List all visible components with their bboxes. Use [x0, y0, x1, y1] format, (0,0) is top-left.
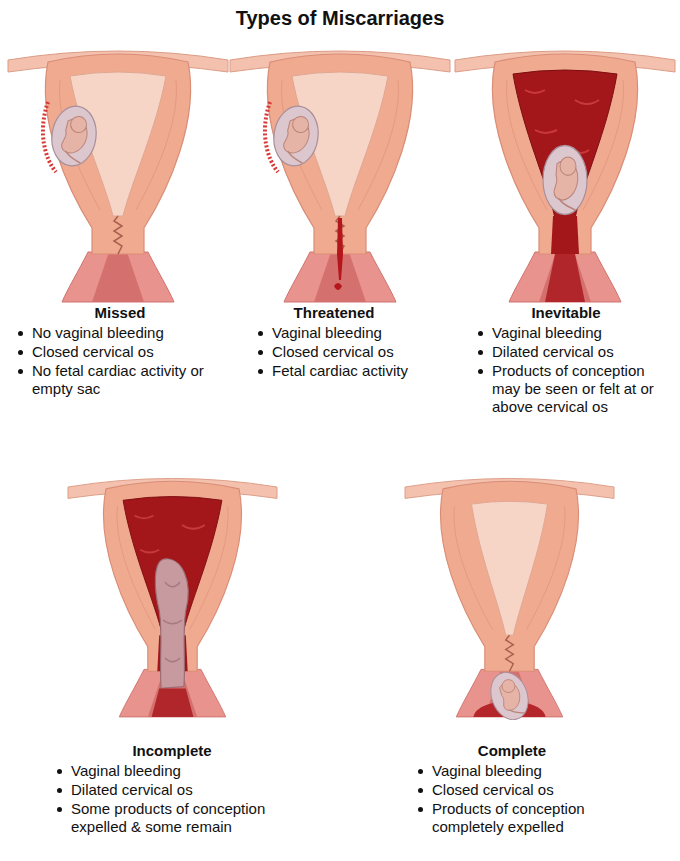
bullet-text: Products of conception may be seen or fe…: [492, 362, 674, 416]
bullet-dot: [478, 331, 483, 336]
bullet-dot: [18, 331, 23, 336]
bullet-text: Vaginal bleeding: [492, 324, 674, 342]
bullet-text: Closed cervical os: [32, 343, 228, 361]
bullet-text: Products of conception completely expell…: [432, 800, 632, 836]
bullet-dot: [57, 788, 62, 793]
bullet-dot: [57, 769, 62, 774]
panel-heading: Missed: [10, 304, 230, 322]
bullet-text: Closed cervical os: [432, 781, 632, 799]
bullet-dot: [18, 369, 23, 374]
complete-illustration: [405, 478, 614, 724]
bullet-text: Dilated cervical os: [71, 781, 307, 799]
incomplete-illustration: [68, 478, 277, 716]
bullet-dot: [478, 350, 483, 355]
bullet-dot: [418, 807, 423, 812]
diagram-title: Types of Miscarriages: [0, 6, 680, 30]
bullet-text: Fetal cardiac activity: [272, 362, 468, 380]
threatened-illustration: [230, 51, 450, 302]
bullet-dot: [418, 769, 423, 774]
bullet-dot: [418, 788, 423, 793]
panel-heading: Incomplete: [62, 742, 282, 760]
bullet-dot: [258, 350, 263, 355]
bullet-text: Dilated cervical os: [492, 343, 674, 361]
bullet-text: No vaginal bleeding: [32, 324, 228, 342]
bullet-text: Closed cervical os: [272, 343, 468, 361]
panel-heading: Complete: [402, 742, 622, 760]
bullet-dot: [258, 369, 263, 374]
bullet-text: Vaginal bleeding: [272, 324, 468, 342]
panel-heading: Threatened: [224, 304, 444, 322]
bullet-text: No fetal cardiac activity or empty sac: [32, 362, 228, 398]
bullet-dot: [57, 807, 62, 812]
missed-illustration: [8, 51, 228, 302]
inevitable-illustration: [455, 51, 675, 302]
bullet-dot: [478, 369, 483, 374]
bullet-dot: [18, 350, 23, 355]
bullet-text: Some products of conception expelled & s…: [71, 800, 307, 836]
panel-heading: Inevitable: [456, 304, 676, 322]
bullet-text: Vaginal bleeding: [71, 762, 307, 780]
bullet-text: Vaginal bleeding: [432, 762, 632, 780]
bullet-dot: [258, 331, 263, 336]
